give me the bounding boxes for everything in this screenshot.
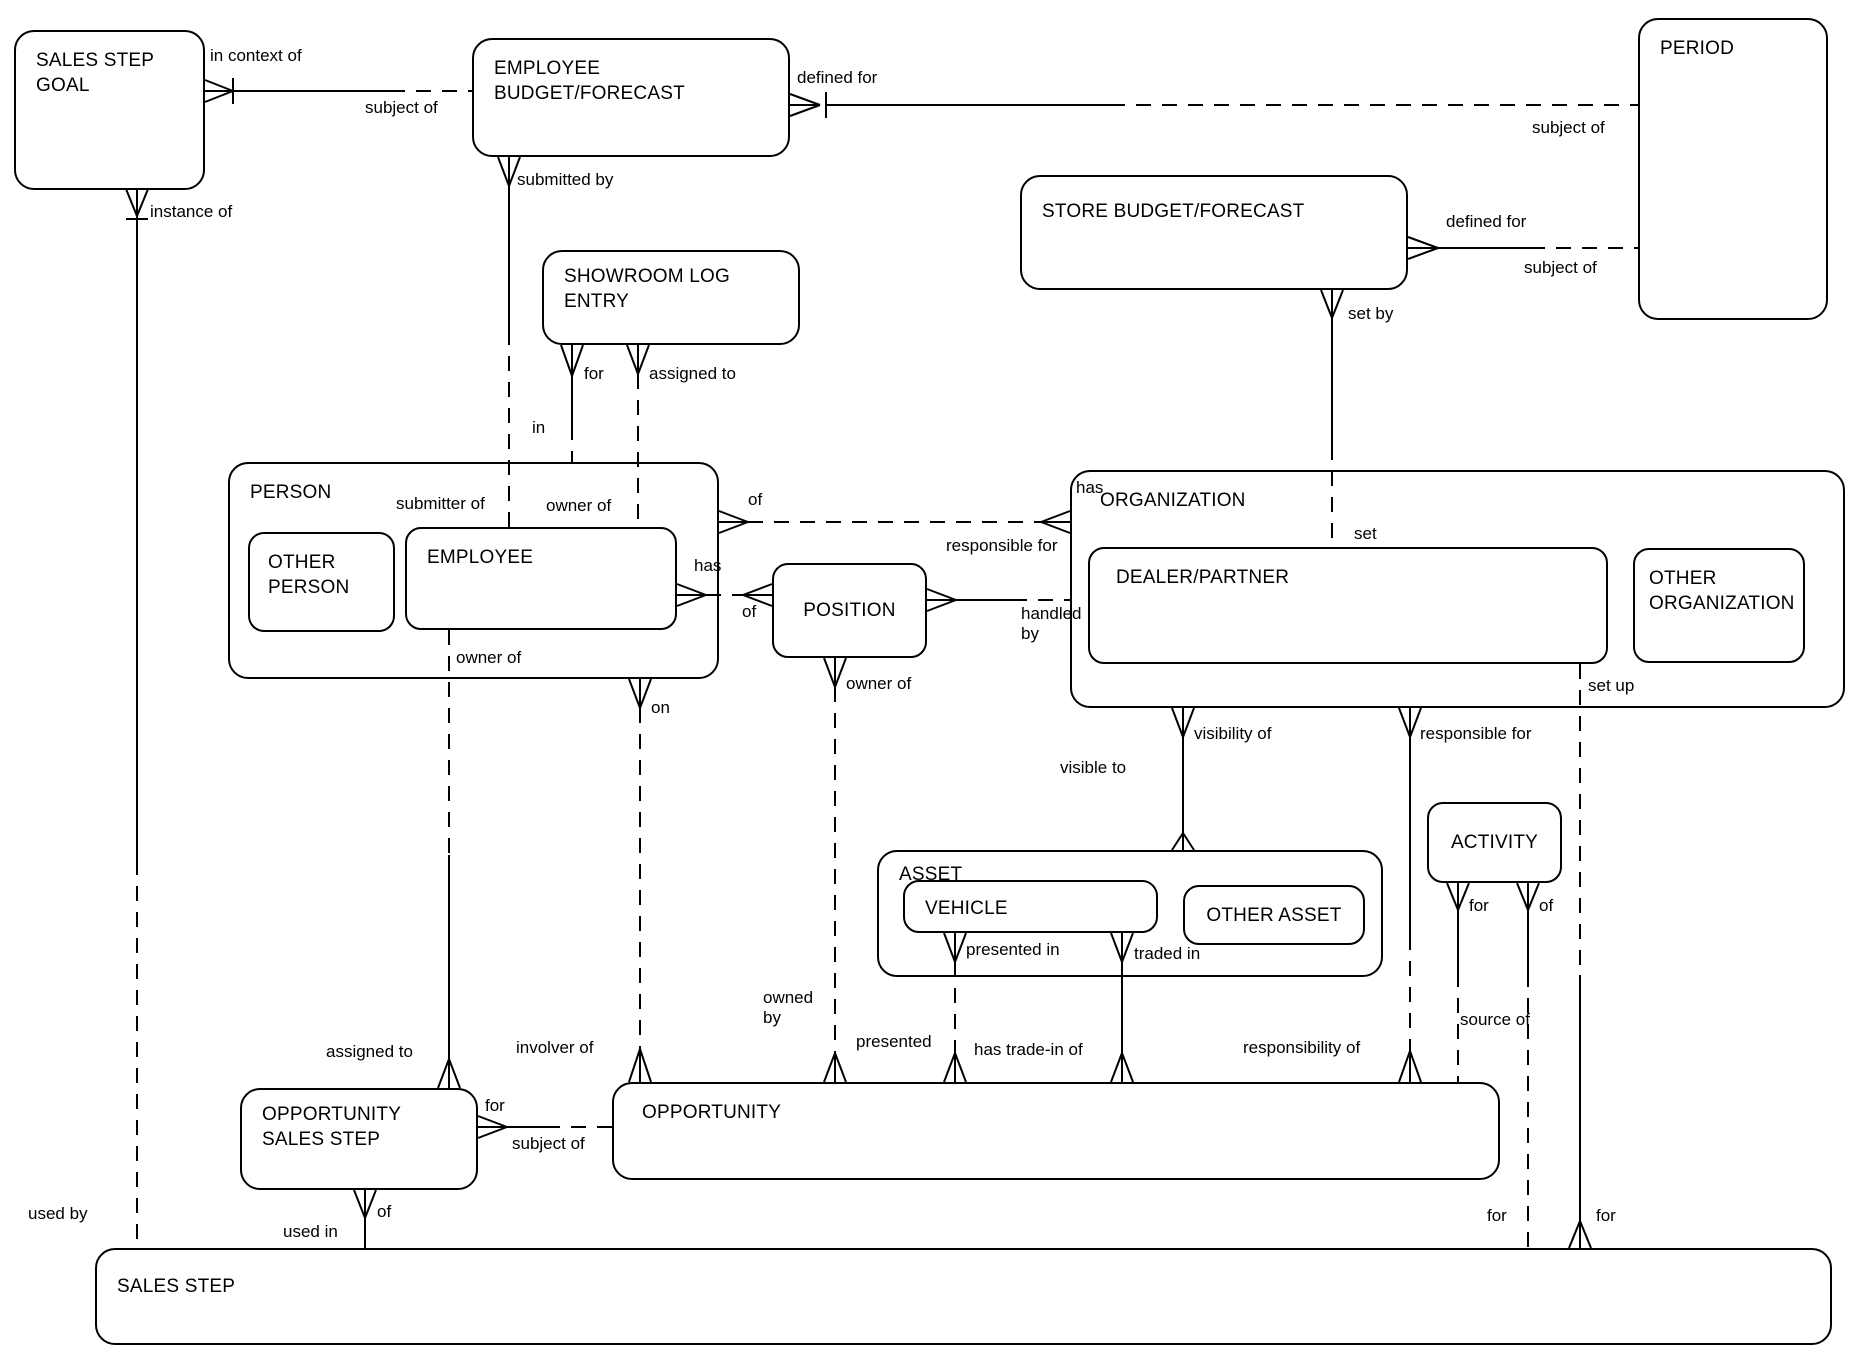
rel-label-on: on bbox=[651, 698, 670, 717]
rel-label-responsibility-of: responsibility of bbox=[1243, 1038, 1361, 1057]
rel-label-presented-in: presented in bbox=[966, 940, 1060, 959]
entity-label: OTHER ORGANIZATION bbox=[1649, 568, 1795, 614]
rel-label-instance-of: instance of bbox=[150, 202, 233, 221]
rel-label-for: for bbox=[1596, 1206, 1616, 1225]
rel-activity-salesstep bbox=[1516, 882, 1540, 1248]
entity-label: OPPORTUNITY SALES STEP bbox=[262, 1104, 401, 1150]
rel-label-used-in: used in bbox=[283, 1222, 338, 1241]
rel-label-of: of bbox=[748, 490, 763, 509]
entity-label: POSITION bbox=[803, 600, 896, 621]
rel-employee-opportunitysalesstep bbox=[437, 630, 461, 1089]
entity-label: OTHER ASSET bbox=[1206, 904, 1342, 926]
rel-opportunitysalesstep-salesstep bbox=[353, 1189, 377, 1248]
rel-label-has: has bbox=[694, 556, 722, 575]
entity-other-organization: OTHER ORGANIZATION bbox=[1633, 548, 1805, 663]
rel-label-subject-of: subject of bbox=[512, 1134, 585, 1153]
entity-label: DEALER/PARTNER bbox=[1116, 567, 1290, 588]
entity-label: OTHER PERSON bbox=[268, 552, 350, 598]
rel-label-set: set bbox=[1354, 524, 1377, 543]
entity-opportunity: OPPORTUNITY bbox=[612, 1082, 1500, 1180]
entity-label: ORGANIZATION bbox=[1100, 490, 1246, 511]
entity-label: SHOWROOM LOG ENTRY bbox=[564, 266, 731, 312]
rel-label-subject-of: subject of bbox=[1532, 118, 1605, 137]
entity-label: EMPLOYEE BUDGET/FORECAST bbox=[494, 58, 685, 104]
rel-label-handled-by: handled by bbox=[1021, 604, 1082, 643]
entity-activity: ACTIVITY bbox=[1427, 802, 1562, 883]
rel-label-assigned-to: assigned to bbox=[649, 364, 736, 383]
rel-storebudget-period bbox=[1407, 236, 1638, 260]
rel-label-of: of bbox=[742, 602, 757, 621]
rel-organization-opportunity bbox=[1398, 707, 1422, 1083]
entity-dealer-partner: DEALER/PARTNER bbox=[1088, 547, 1608, 664]
rel-label-owned-by: owned by bbox=[763, 988, 814, 1027]
rel-label-responsible-for: responsible for bbox=[1420, 724, 1532, 743]
entity-sales-step: SALES STEP bbox=[95, 1248, 1832, 1345]
rel-label-has-trade-in-of: has trade-in of bbox=[974, 1040, 1083, 1059]
rel-label-submitter-of: submitter of bbox=[396, 494, 485, 513]
entity-employee: EMPLOYEE bbox=[405, 527, 677, 630]
entity-other-asset: OTHER ASSET bbox=[1183, 885, 1365, 945]
entity-showroom-log-entry: SHOWROOM LOG ENTRY bbox=[542, 250, 800, 345]
rel-label-set-up: set up bbox=[1588, 676, 1635, 695]
rel-label-assigned-to: assigned to bbox=[326, 1042, 413, 1061]
rel-showroomlog-person bbox=[560, 344, 584, 462]
rel-label-presented: presented bbox=[856, 1032, 932, 1051]
entity-position: POSITION bbox=[772, 563, 927, 658]
rel-salesstepgoal-salesstep bbox=[125, 188, 149, 1248]
rel-label-in-context-of: in context of bbox=[210, 46, 302, 65]
rel-label-of: of bbox=[377, 1202, 392, 1221]
rel-label-for: for bbox=[584, 364, 604, 383]
rel-employeebudget-period bbox=[789, 92, 1638, 118]
rel-label-defined-for: defined for bbox=[1446, 212, 1527, 231]
entity-label: VEHICLE bbox=[925, 898, 1008, 919]
entity-label: STORE BUDGET/FORECAST bbox=[1042, 201, 1305, 222]
entity-employee-budget-forecast: EMPLOYEE BUDGET/FORECAST bbox=[472, 38, 790, 157]
entity-label: SALES STEP bbox=[117, 1276, 236, 1297]
rel-label-of: of bbox=[1539, 896, 1554, 915]
rel-label-used-by: used by bbox=[28, 1204, 88, 1223]
rel-label-defined-for: defined for bbox=[797, 68, 878, 87]
rel-label-submitted-by: submitted by bbox=[517, 170, 614, 189]
rel-label-owner-of: owner of bbox=[546, 496, 612, 515]
rel-label-set-by: set by bbox=[1348, 304, 1394, 323]
rel-label-for: for bbox=[1469, 896, 1489, 915]
entity-vehicle: VEHICLE bbox=[903, 880, 1158, 933]
rel-label-responsible-for: responsible for bbox=[946, 536, 1058, 555]
entity-label: OPPORTUNITY bbox=[642, 1102, 782, 1123]
rel-position-opportunity bbox=[823, 657, 847, 1083]
entity-other-person: OTHER PERSON bbox=[248, 532, 395, 632]
rel-label-for: for bbox=[1487, 1206, 1507, 1225]
entity-opportunity-sales-step: OPPORTUNITY SALES STEP bbox=[240, 1088, 478, 1190]
rel-label-traded-in: traded in bbox=[1134, 944, 1201, 963]
entity-period: PERIOD bbox=[1638, 18, 1828, 320]
entity-label: PERIOD bbox=[1660, 38, 1735, 59]
rel-label-source-of: source of bbox=[1460, 1010, 1530, 1029]
rel-label-subject-of: subject of bbox=[365, 98, 438, 117]
rel-dealerpartner-salesstep bbox=[1568, 664, 1592, 1249]
rel-label-involver-of: involver of bbox=[516, 1038, 594, 1057]
entity-label: SALES STEP GOAL bbox=[36, 50, 154, 96]
rel-label-for: for bbox=[485, 1096, 505, 1115]
rel-label-owner-of: owner of bbox=[456, 648, 522, 667]
rel-label-has: has bbox=[1076, 478, 1104, 497]
rel-label-visibility-of: visibility of bbox=[1194, 724, 1272, 743]
entity-label: PERSON bbox=[250, 482, 332, 503]
entity-label: ACTIVITY bbox=[1450, 832, 1539, 853]
rel-label-owner-of: owner of bbox=[846, 674, 912, 693]
rel-label-subject-of: subject of bbox=[1524, 258, 1597, 277]
entity-label: ASSET bbox=[899, 864, 963, 885]
rel-person-organization bbox=[718, 510, 1071, 534]
rel-label-visible-to: visible to bbox=[1060, 758, 1127, 777]
rel-person-opportunity bbox=[628, 678, 652, 1083]
rel-label-in: in bbox=[532, 418, 546, 437]
entity-sales-step-goal: SALES STEP GOAL bbox=[14, 30, 205, 190]
entity-label: EMPLOYEE bbox=[427, 547, 534, 568]
rel-organization-asset bbox=[1171, 707, 1195, 851]
entity-store-budget-forecast: STORE BUDGET/FORECAST bbox=[1020, 175, 1408, 290]
rel-activity-opportunity bbox=[1446, 882, 1470, 1082]
